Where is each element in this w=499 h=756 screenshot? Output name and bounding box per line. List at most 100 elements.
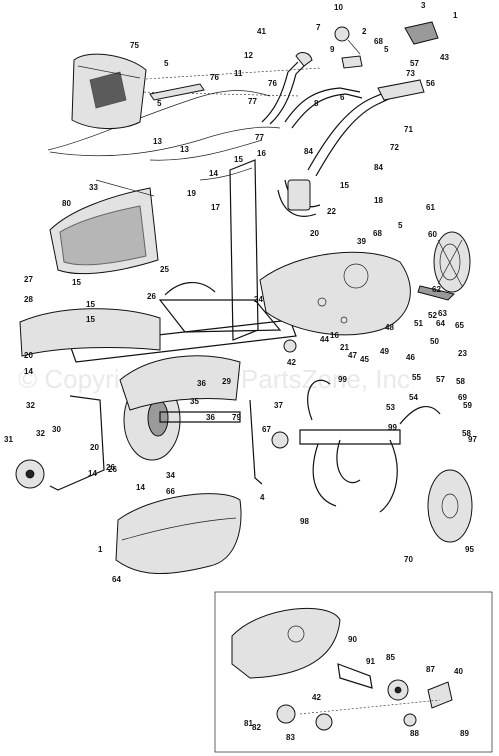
part-callout-9: 41 <box>257 27 266 36</box>
part-callout-84: 69 <box>458 393 467 402</box>
part-callout-35: 17 <box>211 203 220 212</box>
part-callout-117: 82 <box>252 723 261 732</box>
part-callout-67: 50 <box>430 337 439 346</box>
part-callout-38: 33 <box>89 183 98 192</box>
part-callout-41: 20 <box>310 229 319 238</box>
part-callout-12: 9 <box>330 45 335 54</box>
part-callout-25: 56 <box>426 79 435 88</box>
part-callout-95: 32 <box>36 429 45 438</box>
part-callout-70: 47 <box>348 351 357 360</box>
part-callout-91: 30 <box>52 425 61 434</box>
part-callout-116: 42 <box>312 693 321 702</box>
part-callout-6: 2 <box>362 27 367 36</box>
part-callout-108: 64 <box>112 575 121 584</box>
part-callout-77: 29 <box>222 377 231 386</box>
part-callout-105: 95 <box>465 545 474 554</box>
part-callout-71: 45 <box>360 355 369 364</box>
part-callout-63: 52 <box>428 311 437 320</box>
part-callout-111: 85 <box>386 653 395 662</box>
part-callout-28: 72 <box>390 143 399 152</box>
part-callout-22: 77 <box>255 133 264 142</box>
part-callout-60: 44 <box>320 335 329 344</box>
part-callout-74: 53 <box>386 403 395 412</box>
part-callout-118: 83 <box>286 733 295 742</box>
part-callout-76: 23 <box>458 349 467 358</box>
part-callout-80: 54 <box>409 393 418 402</box>
part-callout-34: 19 <box>187 189 196 198</box>
part-callout-56: 63 <box>438 309 447 318</box>
part-callout-68: 16 <box>330 331 339 340</box>
part-callout-85: 37 <box>274 401 283 410</box>
part-callout-36: 15 <box>340 181 349 190</box>
part-callout-21: 77 <box>248 97 257 106</box>
part-callout-94: 31 <box>4 435 13 444</box>
part-callout-48: 27 <box>24 275 33 284</box>
part-callout-15: 57 <box>410 59 419 68</box>
part-callout-54: 24 <box>254 295 263 304</box>
part-callout-86: 79 <box>232 413 241 422</box>
part-callout-10: 12 <box>244 51 253 60</box>
part-callout-103: 4 <box>260 493 265 502</box>
part-callout-31: 15 <box>234 155 243 164</box>
part-callout-14: 8 <box>314 99 319 108</box>
part-callout-83: 59 <box>463 401 472 410</box>
part-callout-73: 49 <box>380 347 389 356</box>
part-callout-43: 39 <box>357 237 366 246</box>
part-callout-26: 6 <box>340 93 345 102</box>
part-callout-52: 26 <box>147 292 156 301</box>
front-shield <box>49 179 159 275</box>
part-callout-110: 91 <box>366 657 375 666</box>
part-callout-107: 1 <box>98 545 103 554</box>
part-callout-37: 18 <box>374 196 383 205</box>
part-callout-101: 58 <box>462 429 471 438</box>
part-callout-114: 81 <box>244 719 253 728</box>
part-callout-47: 25 <box>160 265 169 274</box>
part-callout-98: 34 <box>166 471 175 480</box>
part-callout-7: 68 <box>374 37 383 46</box>
part-callout-96: 14 <box>88 469 97 478</box>
part-callout-50: 28 <box>24 295 33 304</box>
part-callout-42: 61 <box>426 203 435 212</box>
frame <box>19 159 411 363</box>
part-callout-112: 87 <box>426 665 435 674</box>
part-callout-16: 73 <box>406 69 415 78</box>
part-callout-109: 90 <box>348 635 357 644</box>
part-callout-61: 42 <box>287 358 296 367</box>
part-callout-99: 14 <box>136 483 145 492</box>
part-callout-44: 68 <box>373 229 382 238</box>
part-callout-87: 36 <box>206 413 215 422</box>
inset-detail <box>214 591 493 753</box>
part-callout-19: 76 <box>210 73 219 82</box>
engine-cover <box>71 53 147 130</box>
part-callout-4: 10 <box>334 3 343 12</box>
part-callout-97: 26 <box>108 465 117 474</box>
part-callout-29: 84 <box>304 147 313 156</box>
part-callout-2: 3 <box>421 1 426 10</box>
tine-assembly <box>119 355 473 543</box>
part-callout-5: 7 <box>316 23 321 32</box>
part-callout-30: 84 <box>374 163 383 172</box>
part-callout-106: 70 <box>404 555 413 564</box>
part-callout-11: 11 <box>234 69 243 78</box>
part-callout-53: 15 <box>86 315 95 324</box>
part-callout-93: 26 <box>106 463 115 472</box>
part-callout-58: 14 <box>24 367 33 376</box>
part-callout-78: 36 <box>197 379 206 388</box>
part-callout-8: 5 <box>384 45 389 54</box>
part-callout-113: 40 <box>454 667 463 676</box>
part-callout-24: 13 <box>180 145 189 154</box>
part-callout-62: 48 <box>385 323 394 332</box>
part-callout-27: 71 <box>404 125 413 134</box>
part-callout-100: 66 <box>166 487 175 496</box>
part-callout-89: 99 <box>338 375 347 384</box>
part-callout-51: 15 <box>86 300 95 309</box>
pulley-wheel <box>417 231 471 301</box>
part-callout-69: 21 <box>340 343 349 352</box>
cable-assembly <box>47 83 281 181</box>
part-callout-33: 14 <box>209 169 218 178</box>
part-callout-66: 51 <box>414 319 423 328</box>
handle-assembly <box>129 21 439 217</box>
part-callout-82: 58 <box>456 377 465 386</box>
